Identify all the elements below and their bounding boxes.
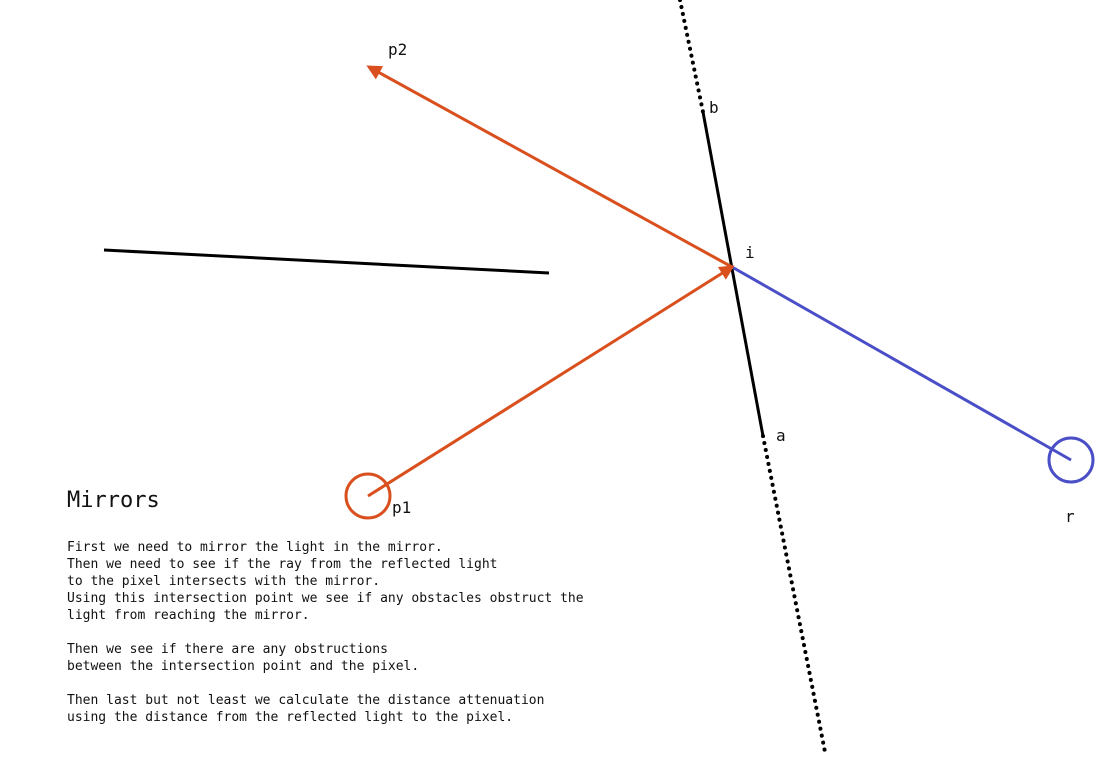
description-paragraph-3: Then last but not least we calculate the…: [67, 693, 545, 725]
label-i: i: [745, 243, 755, 262]
page-title: Mirrors: [67, 488, 160, 513]
incoming-ray-arrow: [367, 265, 735, 498]
mirror-segment: [701, 111, 765, 437]
mirror-extension-bottom: [761, 434, 827, 754]
description-paragraph-1: First we need to mirror the light in the…: [67, 540, 584, 623]
outgoing-ray-arrow: [366, 65, 733, 269]
mirror-extension-top: [678, 0, 705, 114]
label-r: r: [1065, 507, 1075, 526]
obstacle-line: [103, 248, 550, 275]
reflected-ray: [731, 265, 1072, 462]
light-source-circle: [344, 472, 392, 520]
label-b: b: [709, 98, 719, 117]
label-p1: p1: [392, 498, 411, 517]
description-paragraph-2: Then we see if there are any obstruction…: [67, 642, 420, 674]
label-a: a: [776, 426, 786, 445]
description-panel: Mirrors First we need to mirror the ligh…: [67, 488, 687, 743]
reflected-light-circle: [1047, 436, 1095, 484]
label-p2: p2: [388, 40, 407, 59]
